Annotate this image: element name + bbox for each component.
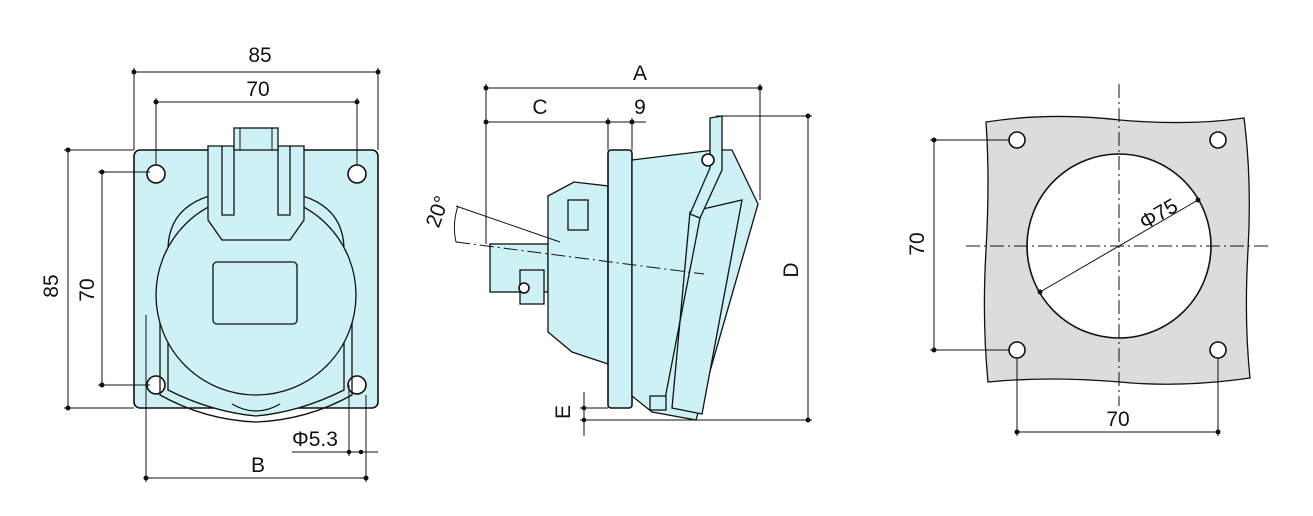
dim-label-angle: 20° — [422, 193, 454, 231]
dim-label-flange: 9 — [634, 96, 646, 119]
lid-hinge — [207, 145, 305, 241]
dim-label-hole-spacing-v: 70 — [76, 278, 99, 301]
dim-end-dot — [143, 475, 149, 481]
dim-label-overall-height: 85 — [40, 274, 63, 297]
dim-end-dot — [99, 169, 105, 175]
cutout-view: Φ75 70 70 — [906, 84, 1272, 436]
side-view: 20° A C 9 D E — [422, 62, 812, 436]
lid-edge — [663, 217, 701, 405]
dim-end-dot — [1195, 197, 1201, 203]
dim-end-dot — [581, 405, 587, 411]
dim-end-dot — [1215, 429, 1221, 435]
hinge-latch — [233, 127, 279, 151]
dim-end-dot — [629, 119, 635, 125]
dim-label-cutout-spacing-h: 70 — [1106, 408, 1129, 431]
dim-label-overall-width: 85 — [248, 44, 271, 67]
dim-end-dot — [363, 475, 369, 481]
dim-label-hole-spacing-h: 70 — [246, 78, 269, 101]
dim-label-c: C — [532, 96, 547, 119]
panel-hole-top-left — [1008, 131, 1026, 149]
dim-end-dot — [1014, 429, 1020, 435]
angle-ref-line — [455, 205, 561, 243]
dim-label-cutout-spacing-v: 70 — [906, 232, 929, 255]
panel-hole-top-right — [1209, 131, 1227, 149]
angle-arc — [453, 205, 459, 243]
dim-end-dot — [65, 405, 71, 411]
dim-end-dot — [131, 69, 137, 75]
dim-end-dot — [358, 449, 364, 455]
angled-lid — [671, 199, 743, 415]
panel-hole-bottom-left — [1008, 341, 1026, 359]
dim-end-dot — [805, 417, 811, 423]
dim-label-d: D — [780, 262, 803, 277]
dim-label-a: A — [633, 62, 647, 85]
dim-label-b: B — [251, 454, 265, 477]
dim-end-dot — [483, 85, 489, 91]
front-view: 85 70 85 70 B Φ5.3 — [40, 44, 381, 482]
dim-end-dot — [346, 449, 352, 455]
dim-end-dot — [483, 119, 489, 125]
mounting-hole-bottom-right — [347, 375, 367, 395]
dim-label-e: E — [552, 405, 575, 419]
rear-housing-boss — [567, 199, 589, 231]
dim-end-dot — [805, 113, 811, 119]
rear-plug-screw — [518, 282, 530, 294]
dim-label-hole-diameter: Φ5.3 — [292, 428, 338, 451]
dim-end-dot — [1037, 289, 1043, 295]
flange — [607, 149, 633, 409]
center-line-20deg — [455, 241, 705, 275]
dim-end-dot — [931, 137, 937, 143]
mounting-hole-top-right — [347, 164, 367, 184]
socket-ring-outer — [159, 320, 353, 423]
dim-end-dot — [354, 99, 360, 105]
bottom-clip — [649, 395, 667, 411]
dim-end-dot — [375, 69, 381, 75]
lid-bottom-tab — [231, 403, 281, 412]
panel-hole-bottom-right — [1209, 341, 1227, 359]
hinge-arm-right — [277, 146, 291, 216]
dim-end-dot — [581, 417, 587, 423]
label-window — [212, 261, 298, 325]
dim-end-dot — [931, 347, 937, 353]
mounting-hole-top-left — [146, 164, 166, 184]
dim-end-dot — [65, 147, 71, 153]
dim-end-dot — [757, 85, 763, 91]
dim-end-dot — [153, 99, 159, 105]
hinge-arm-left — [221, 146, 235, 216]
dim-line-cutout-diameter — [1039, 199, 1199, 293]
dim-end-dot — [99, 382, 105, 388]
hinge-pivot — [701, 153, 715, 167]
